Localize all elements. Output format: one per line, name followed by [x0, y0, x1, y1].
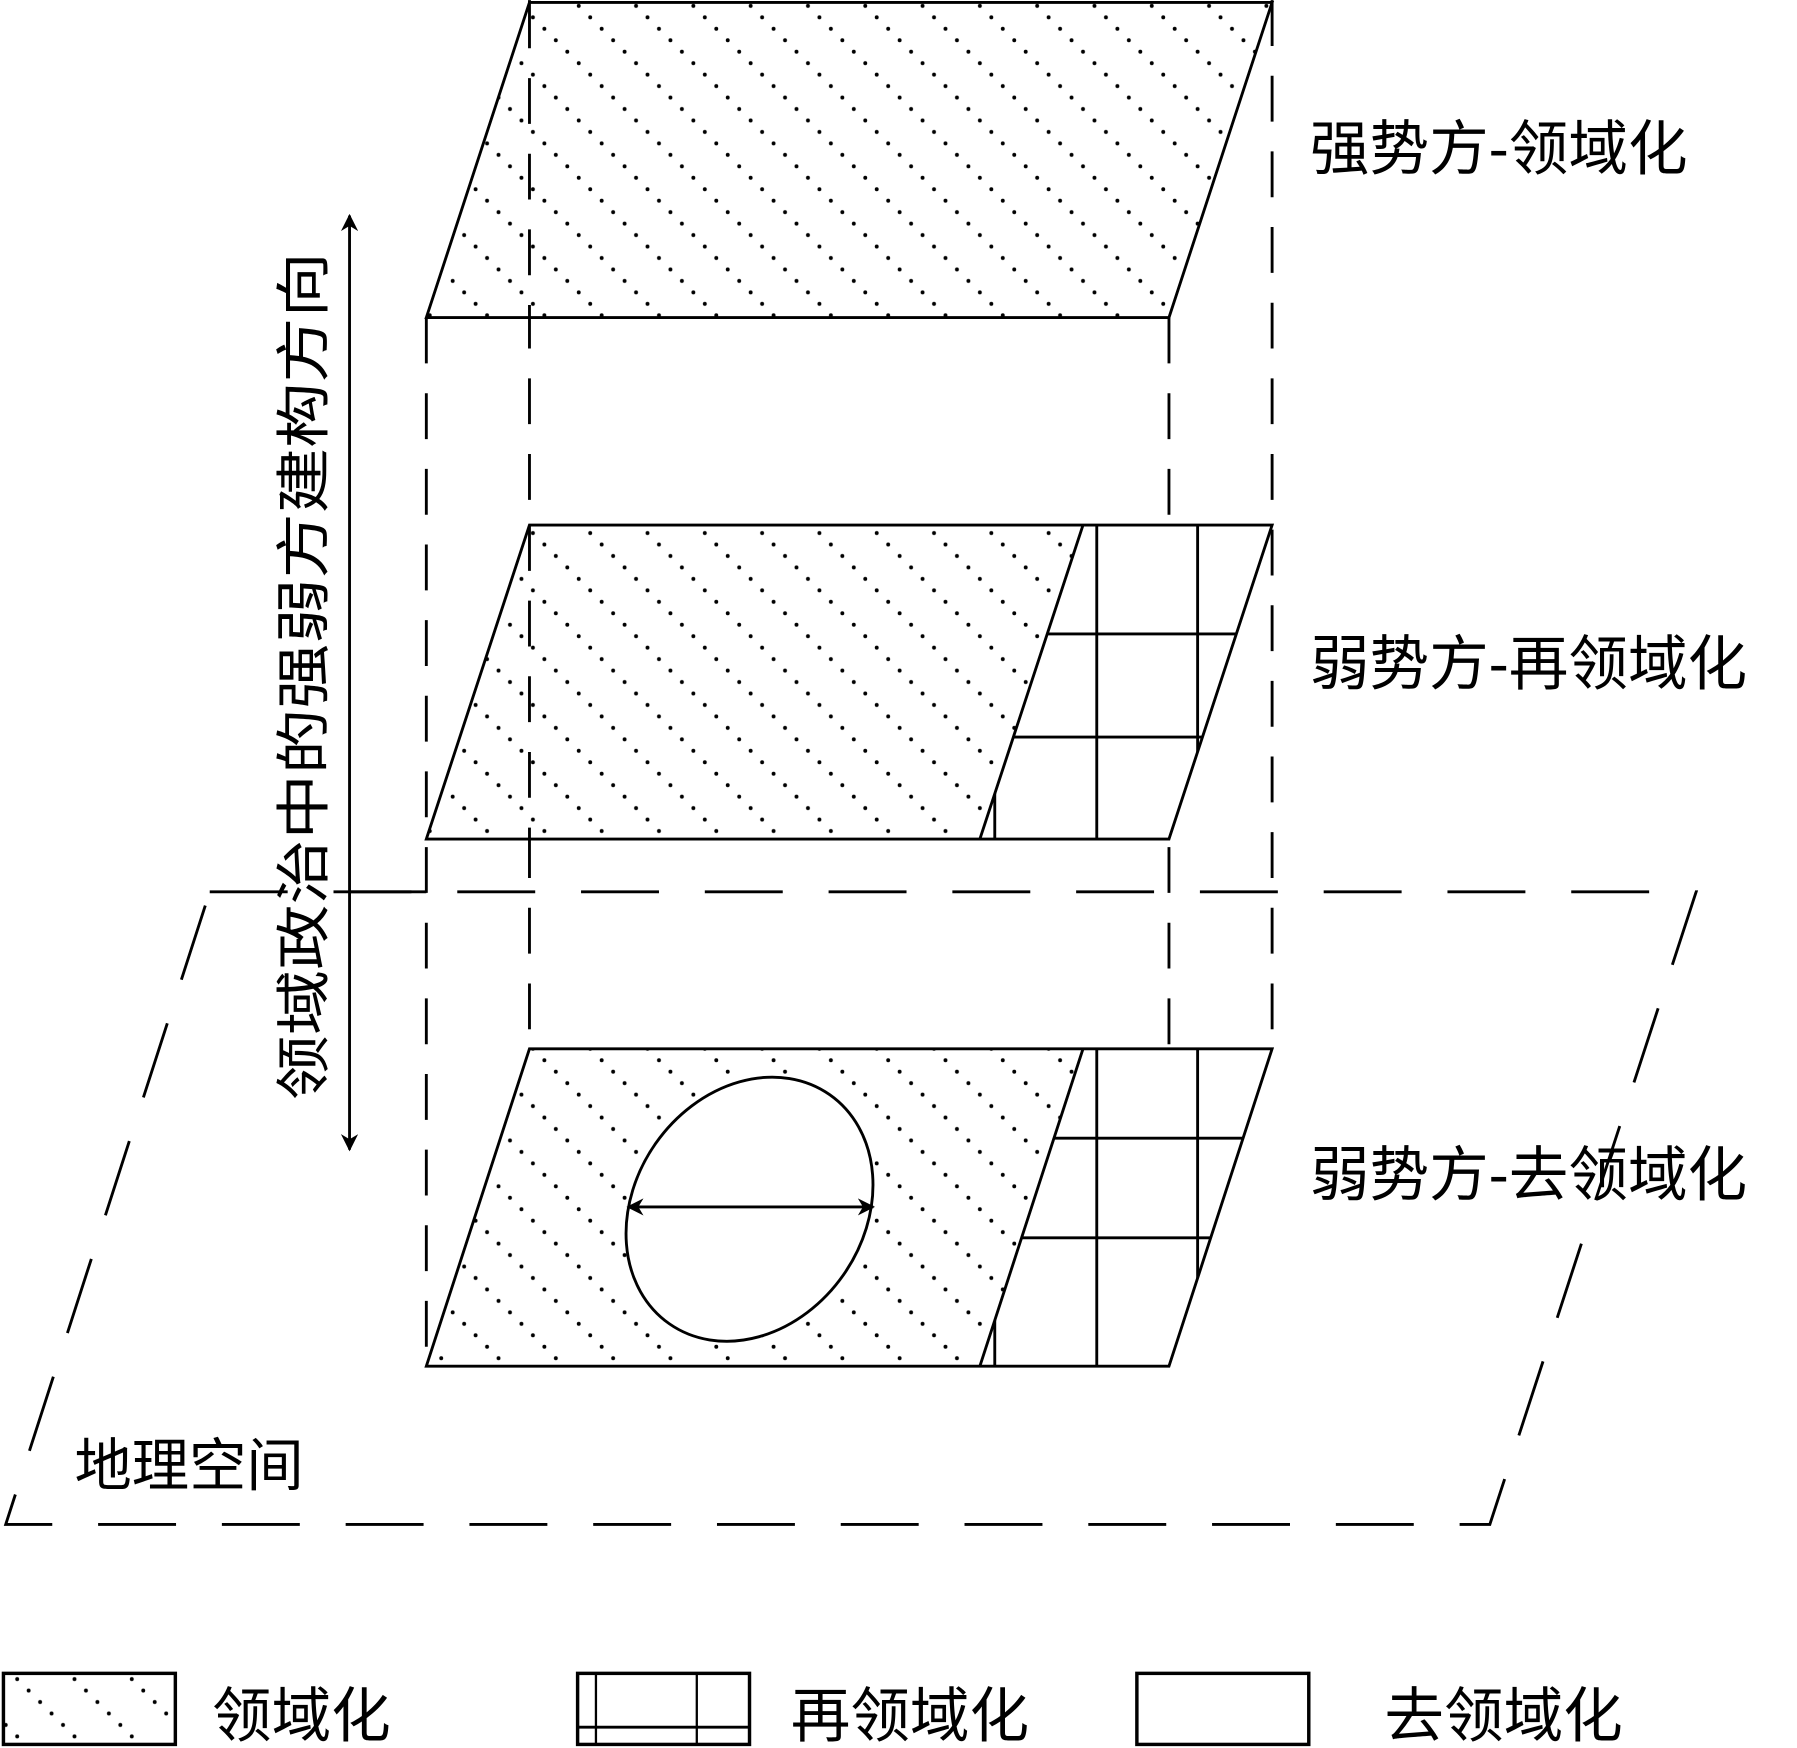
axis-label: 领域政治中的强弱方建构方向: [272, 252, 336, 1100]
layer-weak-reterritorialization: [424, 523, 1275, 841]
legend-swatch-reterritorialization: [575, 1671, 752, 1747]
legend: 领域化 再领域化 去领域化: [1, 1671, 1623, 1748]
legend-swatch-deterritorialization: [1135, 1671, 1311, 1747]
legend-label-deterritorialization: 去领域化: [1384, 1682, 1622, 1748]
layer-label-reterritorialization: 弱势方-再领域化: [1310, 630, 1747, 699]
legend-label-reterritorialization: 再领域化: [791, 1682, 1029, 1748]
layer-weak-deterritorialization: [424, 1047, 1275, 1368]
layer-label-strong: 强势方-领域化: [1310, 116, 1688, 185]
layer-label-deterritorialization: 弱势方-去领域化: [1310, 1141, 1747, 1210]
legend-label-territorialization: 领域化: [212, 1682, 391, 1748]
layer-strong-territorialization: [424, 0, 1275, 320]
geographic-space-plane: [3, 890, 1699, 1526]
geographic-space-label: 地理空间: [74, 1432, 303, 1499]
legend-swatch-territorialization: [1, 1671, 178, 1747]
